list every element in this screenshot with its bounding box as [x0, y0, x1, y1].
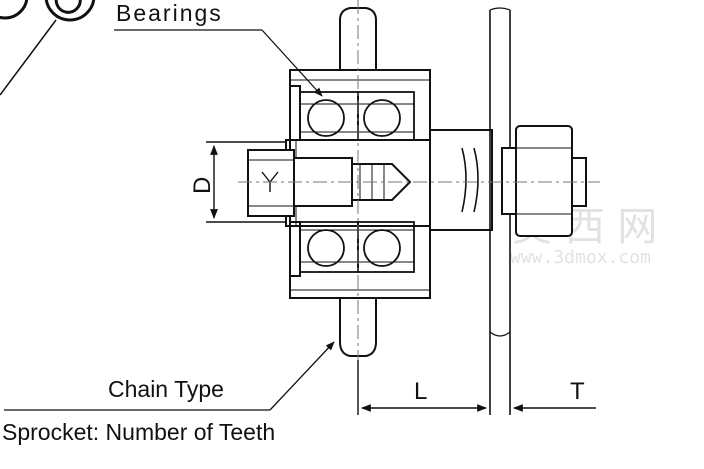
- dimension-d-label: D: [189, 177, 216, 194]
- bolt: [247, 149, 412, 217]
- bearing-lower-pair: [299, 221, 415, 273]
- dimension-t-label: T: [570, 378, 585, 405]
- bearings-leader: [114, 29, 323, 97]
- bearings-label: Bearings: [116, 0, 223, 26]
- dimension-d: [206, 141, 286, 223]
- center-lines: [238, 0, 600, 412]
- callout-leader-line: [0, 19, 57, 96]
- watermark-url: www.3dmox.com: [510, 247, 651, 268]
- callout-circles: [0, 0, 96, 22]
- chain-type-leader: [4, 341, 335, 411]
- hex-nut: [501, 125, 587, 237]
- sprocket-teeth-label: Sprocket: Number of Teeth: [2, 419, 275, 445]
- bearing-upper-pair: [299, 91, 415, 141]
- chain-type-label: Chain Type: [108, 376, 224, 402]
- dimension-l: [357, 360, 487, 415]
- dimension-l-label: L: [414, 378, 427, 405]
